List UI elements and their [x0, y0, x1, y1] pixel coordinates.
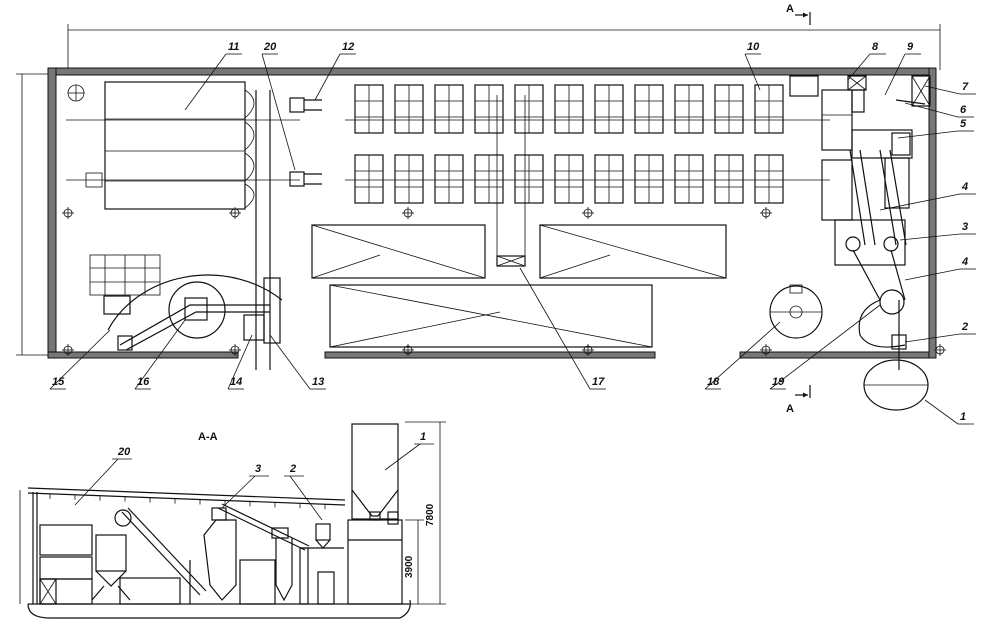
section-title: A-A — [198, 431, 218, 443]
fans — [289, 97, 322, 187]
section-view: A-A — [19, 421, 446, 619]
plan-callout-17: 16 — [137, 376, 150, 388]
plan-callout-9: 8 — [872, 41, 879, 53]
drying-trays — [354, 84, 784, 204]
plan-callout-2: 2 — [961, 321, 968, 333]
plan-callout-20: 19 — [772, 376, 785, 388]
plan-callout-10: 9 — [907, 41, 914, 53]
section-mark-top: A — [786, 3, 794, 15]
unit-13 — [263, 277, 281, 344]
plan-callout-21: 20 — [263, 41, 277, 53]
plan-callout-14: 13 — [312, 376, 324, 388]
section-mark-bottom: A — [786, 403, 794, 415]
section-callout-2: 2 — [289, 463, 296, 475]
plan-callout-8: 7 — [962, 81, 969, 93]
plan-callout-1: 1 — [960, 411, 966, 423]
storage-bins — [66, 81, 300, 370]
plan-callout-4: 4 — [961, 181, 968, 193]
plan-callout-6: 5 — [960, 118, 967, 130]
section-callout-1: 1 — [420, 431, 426, 443]
unit-18 — [769, 284, 823, 339]
plan-callout-11: 10 — [747, 41, 760, 53]
plan-callout-16: 15 — [52, 376, 65, 388]
section-callouts: 1 2 3 20 — [74, 431, 434, 521]
dimension-total-height: 7800 — [425, 503, 436, 526]
rotary-unit — [89, 254, 283, 351]
plan-callout-7: 6 — [960, 104, 967, 116]
plan-callout-3: 3 — [962, 221, 968, 233]
plan-callout-12: 11 — [228, 41, 239, 53]
plan-callout-13: 12 — [342, 41, 354, 53]
plan-callout-5: 4 — [961, 256, 968, 268]
section-callout-4: 20 — [117, 446, 131, 458]
plan-callout-18: 17 — [592, 376, 605, 388]
plan-callout-19: 18 — [707, 376, 720, 388]
plan-callout-15: 14 — [230, 376, 242, 388]
section-callout-3: 3 — [255, 463, 261, 475]
work-tables — [311, 224, 727, 348]
section-cut-marks: A A — [786, 3, 811, 415]
processing-line — [789, 75, 931, 411]
column-markers — [62, 84, 946, 356]
unit-14 — [243, 314, 265, 341]
dimension-mid-height: 3900 — [404, 555, 415, 578]
